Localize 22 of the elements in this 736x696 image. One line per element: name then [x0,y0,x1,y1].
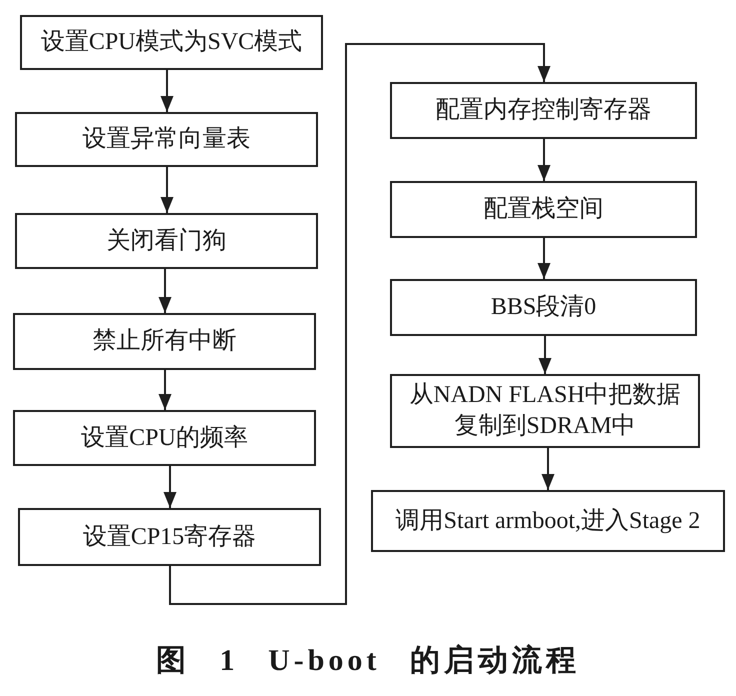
process-box: BBS段清0 [390,279,697,336]
arrow [538,238,550,279]
process-box: 设置异常向量表 [15,112,318,167]
process-box: 配置内存控制寄存器 [390,82,697,139]
process-box: 从NADN FLASH中把数据复制到SDRAM中 [390,374,700,448]
process-box: 设置CPU模式为SVC模式 [20,15,323,70]
arrow [538,336,552,374]
process-box: 设置CP15寄存器 [18,508,321,566]
process-box: 调用Start armboot,进入Stage 2 [371,490,725,552]
process-box: 关闭看门狗 [15,213,318,269]
arrow [160,167,174,213]
arrow [158,370,172,410]
arrow [538,139,550,181]
arrow [160,70,174,112]
arrow [164,466,176,508]
arrow [542,448,554,490]
arrow [158,269,172,313]
arrow [169,43,550,605]
figure-caption: 图 1 U-boot 的启动流程 [156,643,580,679]
process-box: 禁止所有中断 [13,313,316,370]
process-box: 配置栈空间 [390,181,697,238]
process-box: 设置CPU的频率 [13,410,316,466]
